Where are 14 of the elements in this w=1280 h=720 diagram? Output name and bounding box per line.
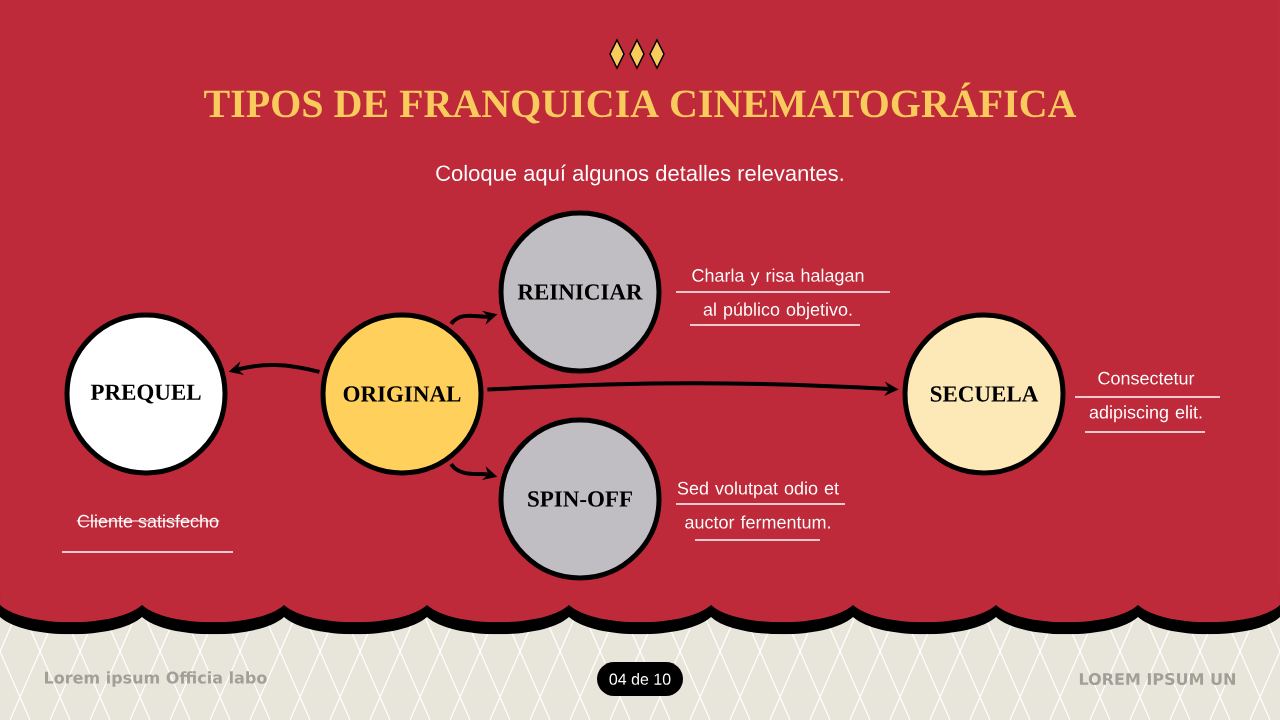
circle-node: SPIN-OFF: [498, 417, 662, 581]
note-text: Sed volutpat odio et auctor fermentum.: [675, 481, 846, 541]
page-number: 04 de 10: [597, 662, 683, 696]
circle-node: PREQUEL: [64, 312, 228, 476]
note-text: Cliente satisfecho: [61, 514, 234, 553]
title: TIPOS DE FRANQUICIA CINEMATOGRÁFICA: [204, 82, 1077, 124]
subtitle: Coloque aquí algunos detalles relevantes.: [436, 164, 843, 186]
circle-node: SECUELA: [902, 312, 1066, 476]
footer-text: LOREM IPSUM UN: [1079, 672, 1235, 686]
footer-text: Lorem ipsum Officia labo: [45, 671, 267, 687]
note-text: Charla y risa halagan al público objetivo.: [675, 268, 891, 326]
circle-node: REINICIAR: [498, 210, 662, 374]
note-text: Consectetur adipiscing elit.: [1074, 371, 1221, 433]
circle-node: ORIGINAL: [320, 312, 484, 476]
